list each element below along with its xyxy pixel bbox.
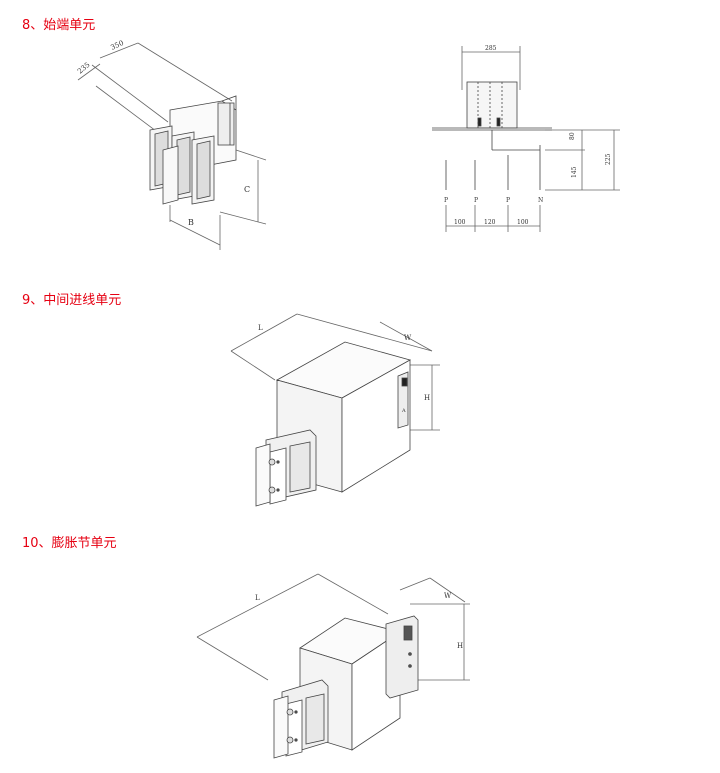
dim-w: W: [444, 592, 452, 600]
dim-350: 350: [109, 39, 125, 52]
heading-middle-feed-unit: 9、中间进线单元: [22, 293, 122, 308]
dim-w: W: [404, 334, 412, 342]
start-unit-front-view: 285 80 145 225 P P P N: [432, 45, 620, 232]
phase-label-1: P: [444, 197, 448, 204]
dim-285: 285: [485, 45, 497, 52]
phase-label-2: P: [474, 197, 478, 204]
dim-b: B: [188, 218, 194, 227]
phase-label-4: N: [538, 197, 543, 204]
start-unit-isometric: 235 350 C B: [76, 39, 267, 250]
dim-l: L: [255, 594, 260, 602]
expansion-unit-isometric: L W H: [196, 573, 470, 759]
dim-145: 145: [571, 166, 578, 178]
dim-l: L: [258, 324, 263, 332]
dim-80: 80: [569, 132, 576, 140]
heading-expansion-unit: 10、膨胀节单元: [22, 536, 117, 551]
dim-c: C: [244, 185, 250, 194]
dim-h: H: [424, 394, 430, 402]
spacing-100-right: 100: [517, 219, 529, 226]
middle-feed-unit-isometric: L W H A: [230, 313, 440, 507]
phase-label-3: P: [506, 197, 510, 204]
dim-235: 235: [76, 61, 91, 76]
spacing-120: 120: [484, 219, 496, 226]
dim-h: H: [457, 642, 463, 650]
dim-225: 225: [605, 153, 612, 165]
spacing-100-left: 100: [454, 219, 466, 226]
side-mark-a: A: [401, 408, 406, 414]
heading-start-unit: 8、始端单元: [22, 18, 96, 33]
